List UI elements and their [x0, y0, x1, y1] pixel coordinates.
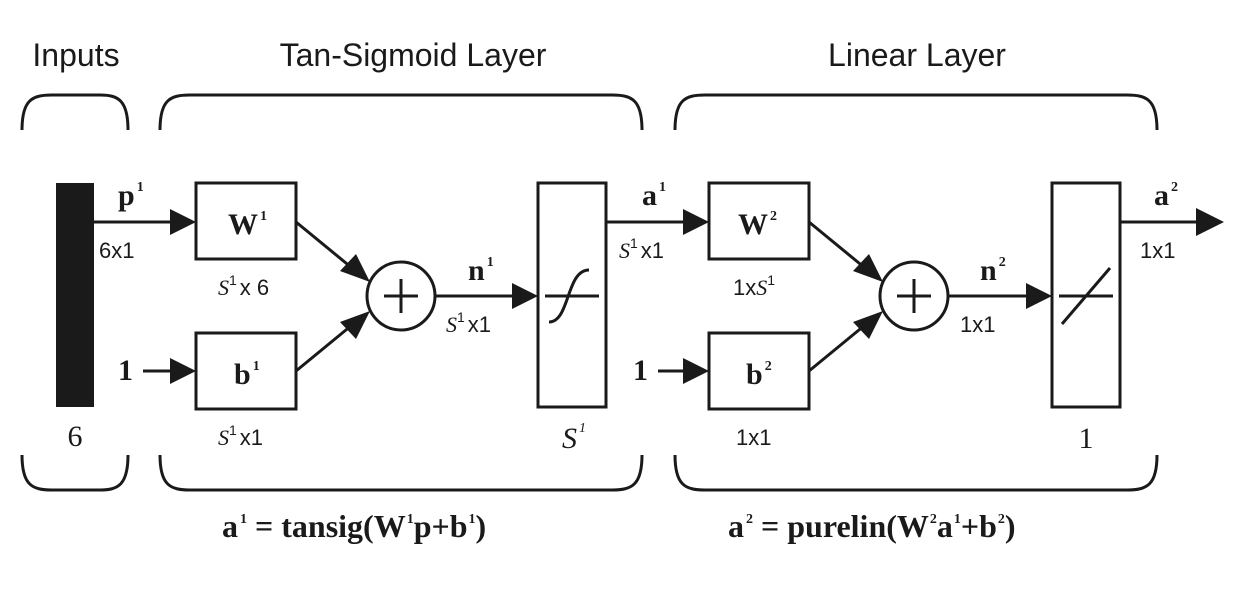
input-signal-dim: 6x1	[99, 238, 134, 263]
arrow-w1-sum1-icon	[340, 254, 370, 282]
layer2-neurons-label: 1	[1079, 422, 1094, 455]
arrow-to-f1-icon	[512, 283, 538, 309]
layer1-bottom-brace	[158, 454, 644, 492]
b2-to-sum2-line	[808, 323, 866, 373]
arrow-b2-sum2-icon	[853, 311, 883, 339]
input-size-label: 6	[68, 420, 83, 453]
tansig-curve-icon	[548, 268, 590, 324]
layer1-bias-input: 1	[118, 354, 133, 387]
layer1-top-brace	[158, 93, 644, 131]
tan-sigmoid-layer-header: Tan-Sigmoid Layer	[280, 37, 547, 73]
layer2-top-brace	[673, 93, 1159, 131]
arrow-to-w1-icon	[170, 209, 196, 235]
purelin-line-icon	[1060, 267, 1112, 325]
layer2-bottom-brace	[673, 454, 1159, 492]
output-arrow-icon	[1196, 208, 1224, 236]
layer2-bias-dim: 1x1	[736, 425, 771, 450]
linear-layer-header: Linear Layer	[828, 37, 1006, 73]
layer2-weight-dim: 1xS1	[733, 272, 775, 300]
inputs-header: Inputs	[32, 37, 119, 73]
layer2-weight-box	[707, 181, 811, 261]
layer1-weight-box	[194, 181, 298, 261]
layer2-bias-input: 1	[633, 354, 648, 387]
layer2-bias-box	[707, 331, 811, 411]
b1-to-sum1-line	[295, 323, 353, 373]
layer1-bias-box	[194, 331, 298, 411]
layer2-net-dim: 1x1	[960, 312, 995, 337]
arrow-w2-sum2-icon	[853, 254, 883, 282]
arrow-to-b2-icon	[683, 358, 709, 384]
input-vector-bar	[56, 183, 94, 407]
arrow-to-b1-icon	[170, 358, 196, 384]
arrow-b1-sum1-icon	[340, 311, 370, 339]
layer2-output-dim: 1x1	[1140, 238, 1175, 263]
arrow-to-f2-icon	[1026, 283, 1052, 309]
arrow-to-w2-icon	[683, 209, 709, 235]
w1-to-sum1-line	[295, 220, 353, 270]
inputs-bottom-brace	[20, 454, 130, 492]
inputs-top-brace	[20, 93, 130, 131]
w2-to-sum2-line	[808, 220, 866, 270]
